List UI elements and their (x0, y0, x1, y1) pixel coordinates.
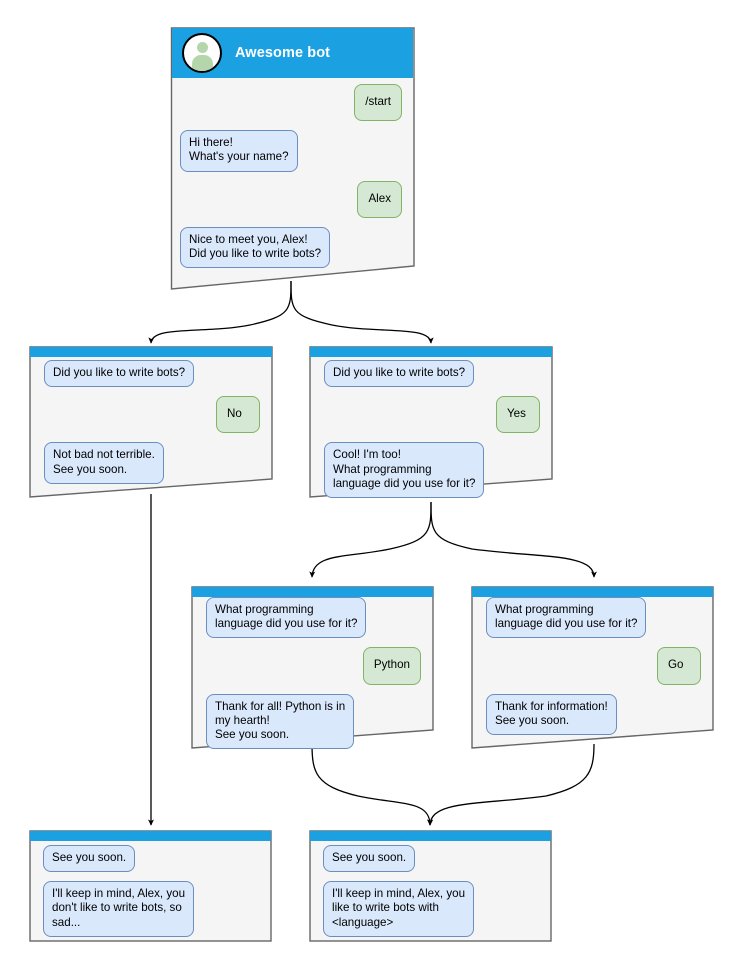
message-row: What programming language did you use fo… (486, 597, 701, 639)
chat-card-go[interactable]: What programming language did you use fo… (470, 585, 715, 750)
chat-card-yes[interactable]: Did you like to write bots? Yes Cool! I'… (308, 345, 554, 499)
message-row: Cool! I'm too! What programming language… (324, 442, 540, 499)
message-row: See you soon. (43, 845, 258, 873)
bot-message-bubble[interactable]: What programming language did you use fo… (486, 597, 647, 639)
message-row: I'll keep in mind, Alex, you like to wri… (323, 881, 538, 937)
bot-message-bubble[interactable]: I'll keep in mind, Alex, you like to wri… (323, 881, 475, 937)
edge-yes-to-python (309, 501, 432, 578)
message-list-python: What programming language did you use fo… (206, 597, 421, 758)
message-row: Thank for information! See you soon. (486, 693, 701, 736)
user-message-bubble[interactable]: No (216, 396, 260, 434)
chat-card-no[interactable]: Did you like to write bots? No Not bad n… (28, 345, 274, 499)
bot-message-bubble[interactable]: Not bad not terrible. See you soon. (44, 442, 164, 484)
message-row: What programming language did you use fo… (206, 597, 421, 639)
message-row: See you soon. (323, 845, 538, 873)
bot-message-bubble[interactable]: I'll keep in mind, Alex, you don't like … (43, 881, 195, 937)
message-row: Did you like to write bots? (44, 360, 260, 388)
chat-card-python[interactable]: What programming language did you use fo… (190, 585, 435, 750)
bot-message-bubble[interactable]: What programming language did you use fo… (206, 597, 367, 639)
bot-message-bubble[interactable]: Did you like to write bots? (44, 360, 195, 388)
message-list-end-sad: See you soon. I'll keep in mind, Alex, y… (43, 845, 258, 946)
chat-header-go (472, 587, 713, 597)
message-row: Python (206, 647, 421, 685)
message-list-no: Did you like to write bots? No Not bad n… (44, 360, 260, 493)
message-row: /start (180, 84, 402, 122)
message-row: Go (486, 647, 701, 685)
chat-header-no (30, 347, 272, 357)
chat-card-end-happy[interactable]: See you soon. I'll keep in mind, Alex, y… (309, 830, 552, 942)
user-message-bubble[interactable]: Python (362, 647, 421, 685)
message-row: No (44, 396, 260, 434)
user-message-bubble[interactable]: Go (657, 647, 701, 685)
bot-message-bubble[interactable]: Hi there! What's your name? (180, 130, 298, 172)
message-list-start: /start Hi there! What's your name? Alex … (180, 84, 402, 277)
bot-message-bubble[interactable]: Thank for all! Python is in my hearth! S… (206, 693, 355, 750)
edge-go-to-end-happy (427, 743, 595, 826)
bot-message-bubble[interactable]: Did you like to write bots? (324, 360, 475, 388)
message-row: Alex (180, 180, 402, 218)
chat-header-python (192, 587, 433, 597)
message-row: I'll keep in mind, Alex, you don't like … (43, 881, 258, 937)
bot-message-bubble[interactable]: Cool! I'm too! What programming language… (324, 442, 485, 499)
user-message-bubble[interactable]: Alex (357, 180, 402, 218)
bot-message-bubble[interactable]: See you soon. (323, 845, 416, 873)
message-list-go: What programming language did you use fo… (486, 597, 701, 744)
chat-card-start[interactable]: Awesome bot /start Hi there! What's your… (168, 26, 416, 292)
message-row: Yes (324, 396, 540, 434)
message-row: Did you like to write bots? (324, 360, 540, 388)
message-row: Hi there! What's your name? (180, 130, 402, 172)
bot-message-bubble[interactable]: Thank for information! See you soon. (486, 693, 617, 736)
message-list-yes: Did you like to write bots? Yes Cool! I'… (324, 360, 540, 507)
user-avatar-icon (182, 33, 222, 73)
chat-header-end-happy (310, 831, 551, 841)
message-row: Thank for all! Python is in my hearth! S… (206, 693, 421, 750)
bot-message-bubble[interactable]: See you soon. (43, 845, 136, 873)
chat-header-start: Awesome bot (172, 28, 413, 78)
message-row: Nice to meet you, Alex! Did you like to … (180, 226, 402, 269)
message-list-end-happy: See you soon. I'll keep in mind, Alex, y… (323, 845, 538, 946)
edge-yes-to-go (430, 501, 597, 578)
message-row: Not bad not terrible. See you soon. (44, 442, 260, 484)
chat-card-end-sad[interactable]: See you soon. I'll keep in mind, Alex, y… (29, 830, 272, 942)
user-message-bubble[interactable]: Yes (496, 396, 540, 434)
chat-header-end-sad (30, 831, 271, 841)
bot-message-bubble[interactable]: Nice to meet you, Alex! Did you like to … (180, 226, 331, 269)
user-message-bubble[interactable]: /start (354, 84, 402, 122)
bot-title: Awesome bot (235, 45, 331, 61)
chat-header-yes (310, 347, 552, 357)
